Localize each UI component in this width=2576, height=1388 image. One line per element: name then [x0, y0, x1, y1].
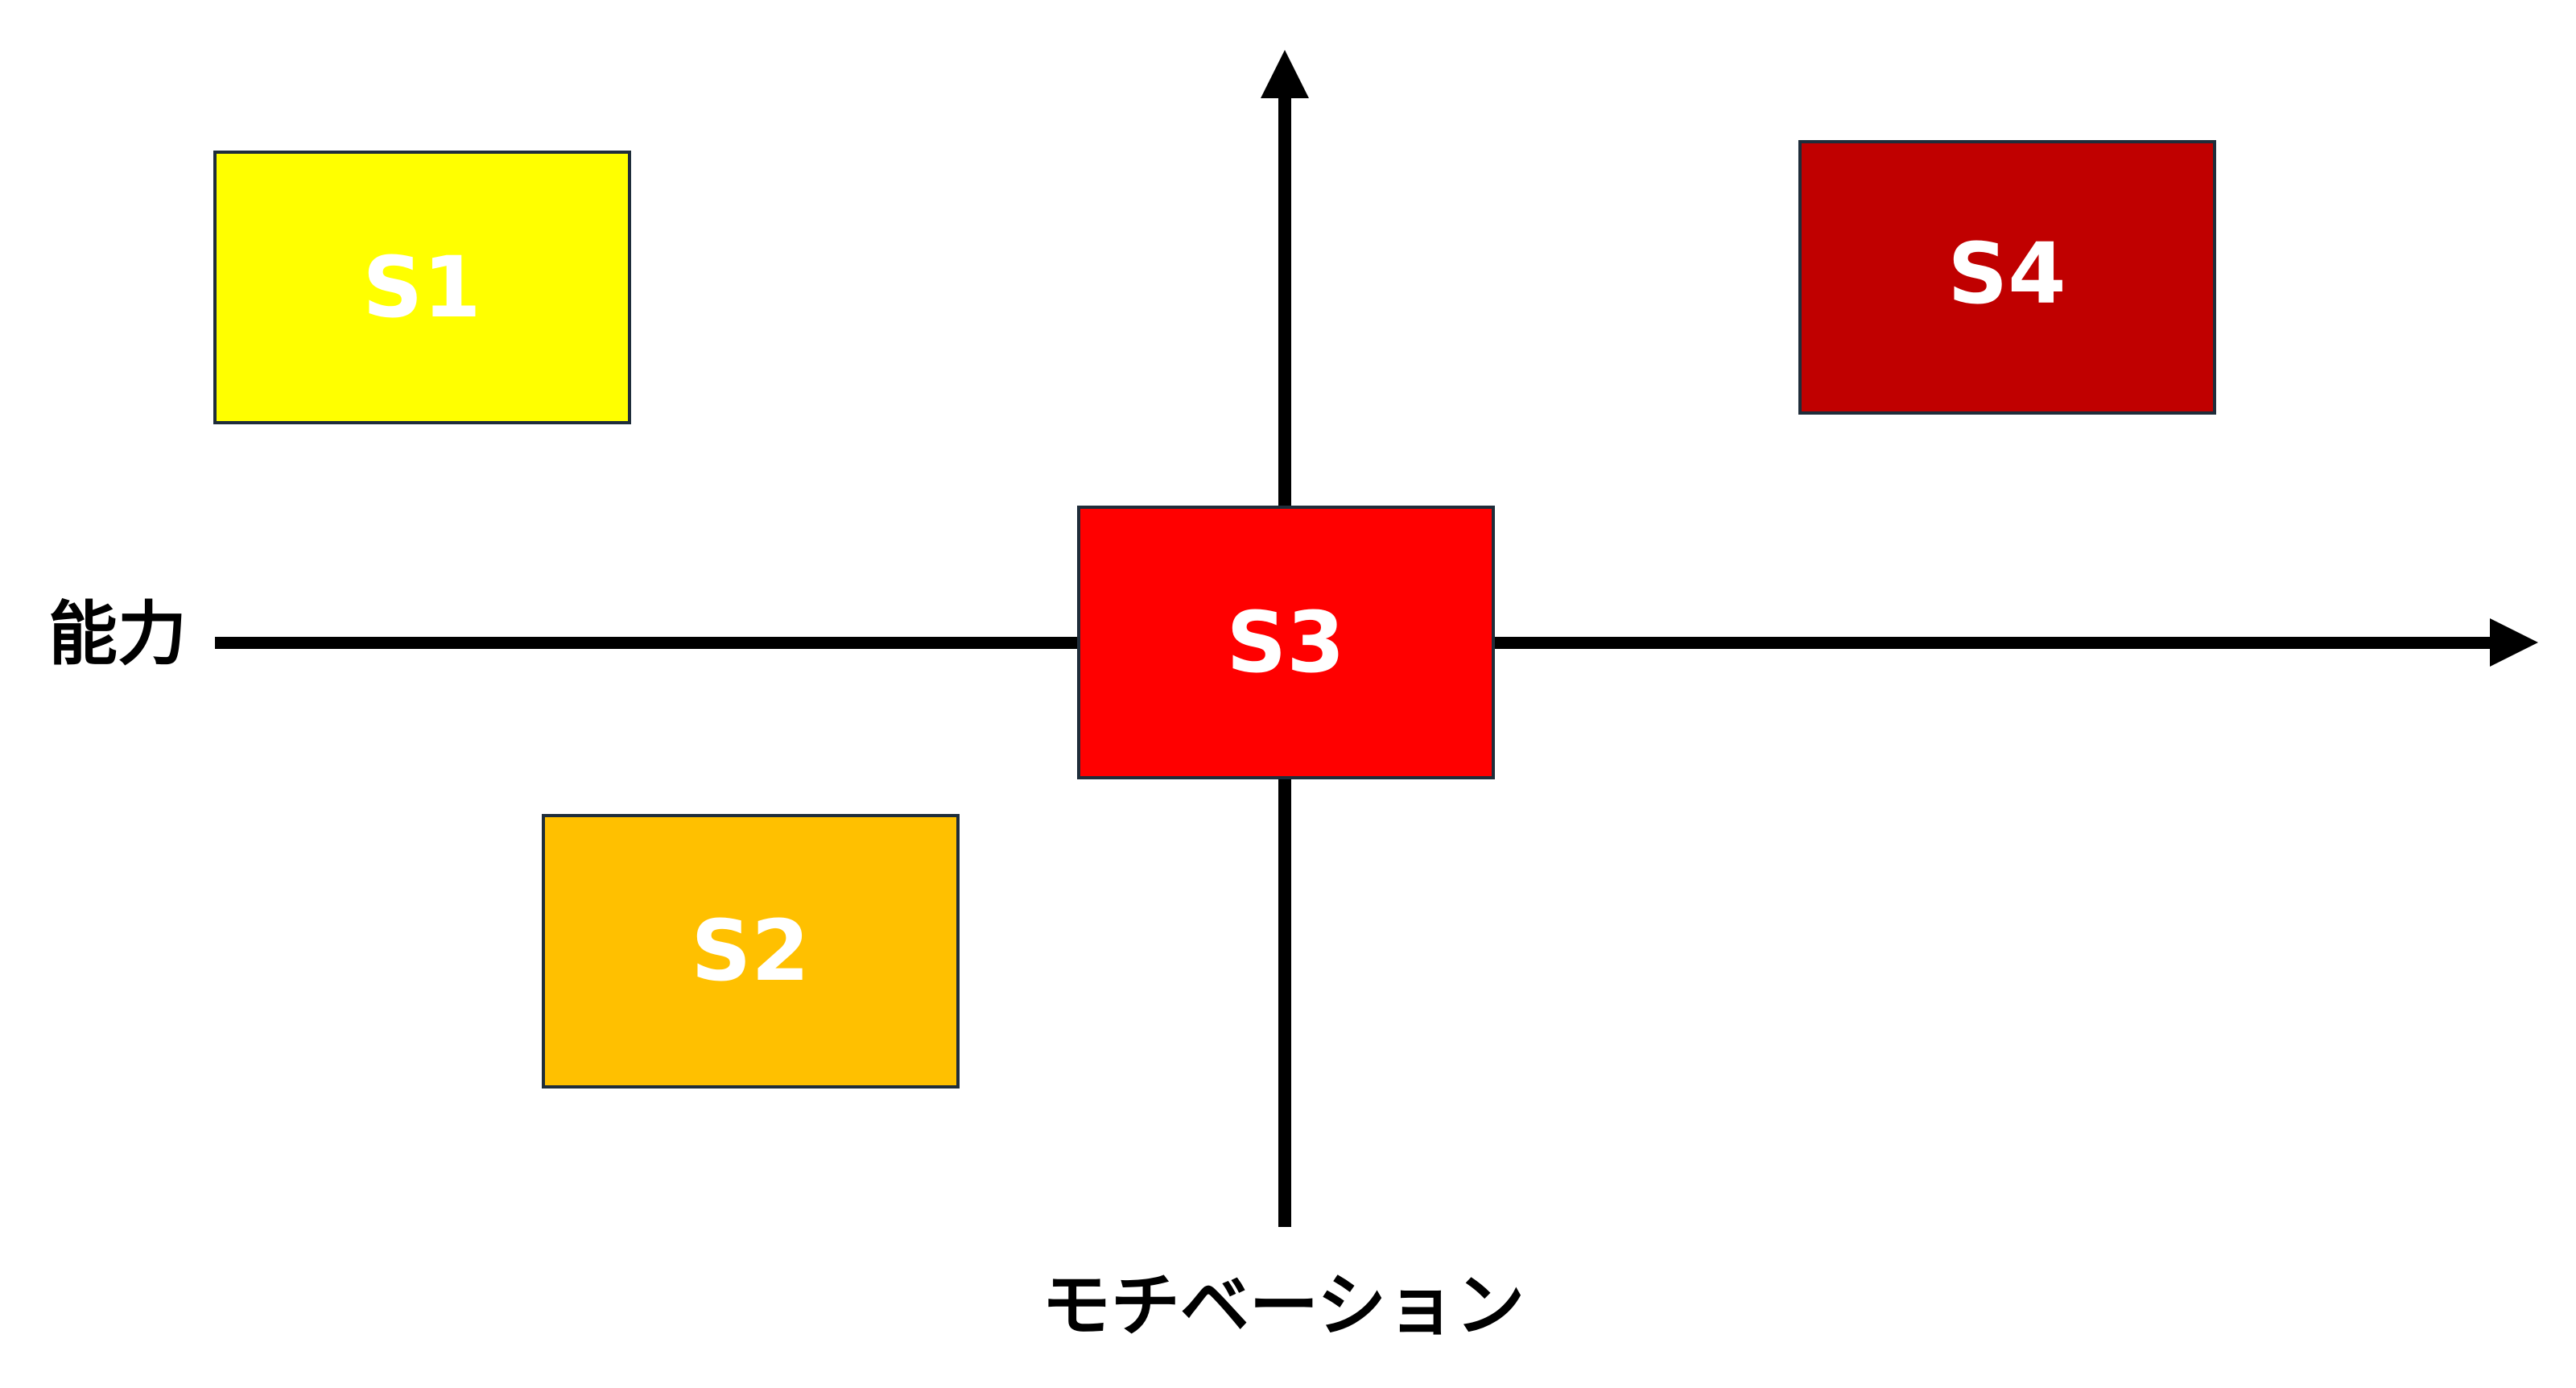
box-s1-label: S1: [362, 238, 481, 337]
box-s1-rect: [213, 151, 631, 424]
horizontal-axis-arrowhead: [2490, 618, 2538, 667]
vertical-axis-arrowhead: [1261, 50, 1309, 98]
box-s4: S4: [1798, 140, 2216, 415]
box-s2: S2: [542, 814, 960, 1089]
box-s4-rect: [1798, 140, 2216, 415]
box-s1: S1: [213, 151, 631, 424]
horizontal-axis-label: 能力: [48, 594, 187, 675]
box-s3-label: S3: [1226, 593, 1344, 692]
box-s3-rect: [1077, 506, 1495, 779]
box-s3: S3: [1077, 506, 1495, 779]
box-s2-label: S2: [691, 902, 809, 1000]
box-s4-label: S4: [1947, 225, 2066, 323]
box-s2-rect: [542, 814, 960, 1089]
vertical-axis-label: モチベーション: [1042, 1266, 1525, 1346]
